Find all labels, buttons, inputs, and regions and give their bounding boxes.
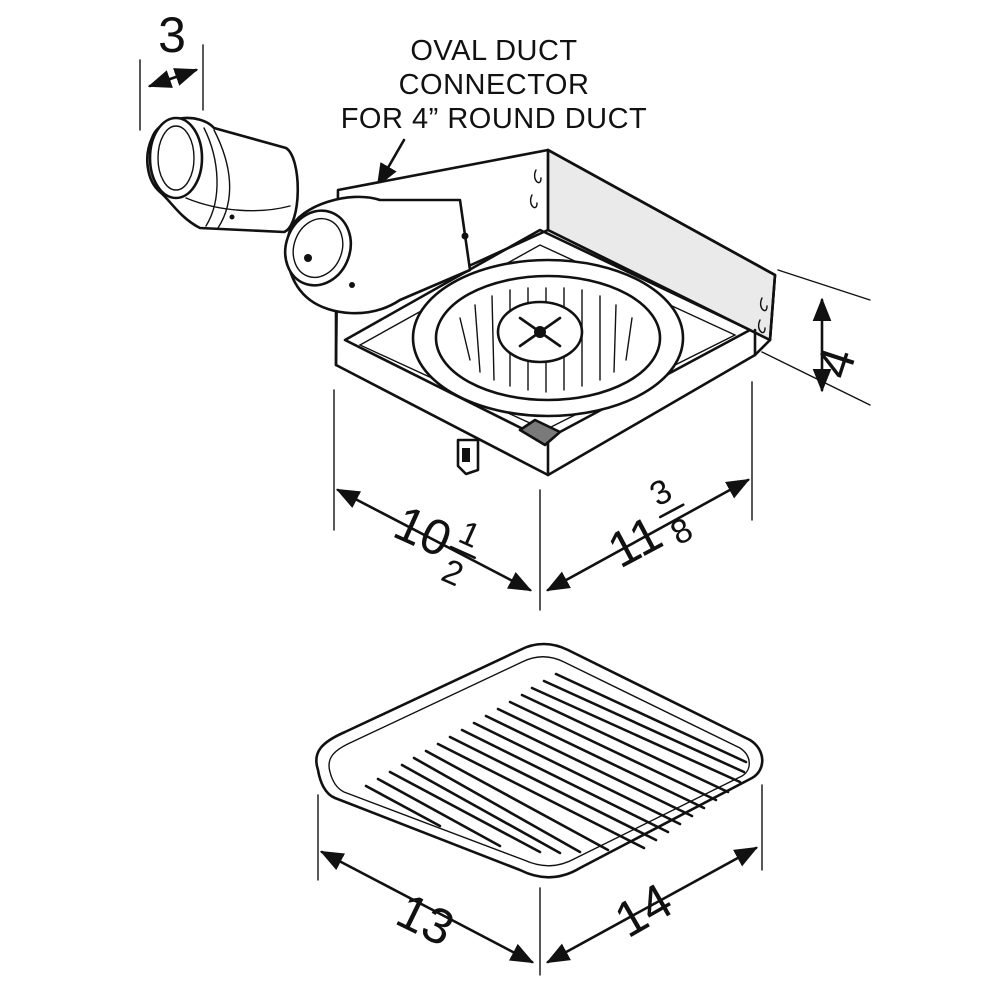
housing-length-denominator: 8 xyxy=(664,510,699,552)
grille xyxy=(315,642,764,879)
housing-length-numerator: 3 xyxy=(644,472,679,514)
grille-length-value: 14 xyxy=(605,872,681,948)
callout-line-1: OVAL DUCT xyxy=(410,35,577,67)
housing-height-dimension: 4 xyxy=(761,269,871,406)
callout-line-2: CONNECTOR xyxy=(399,69,590,101)
callout-line-3: FOR 4” ROUND DUCT xyxy=(341,103,648,135)
callout-label: OVAL DUCT CONNECTOR FOR 4” ROUND DUCT xyxy=(341,35,648,135)
connector-depth-value: 3 xyxy=(158,7,186,63)
duct-reducer xyxy=(146,116,300,234)
connector-depth-dimension: 3 xyxy=(139,7,204,131)
callout-leader-arrow xyxy=(376,138,406,188)
fan-housing xyxy=(283,148,777,477)
